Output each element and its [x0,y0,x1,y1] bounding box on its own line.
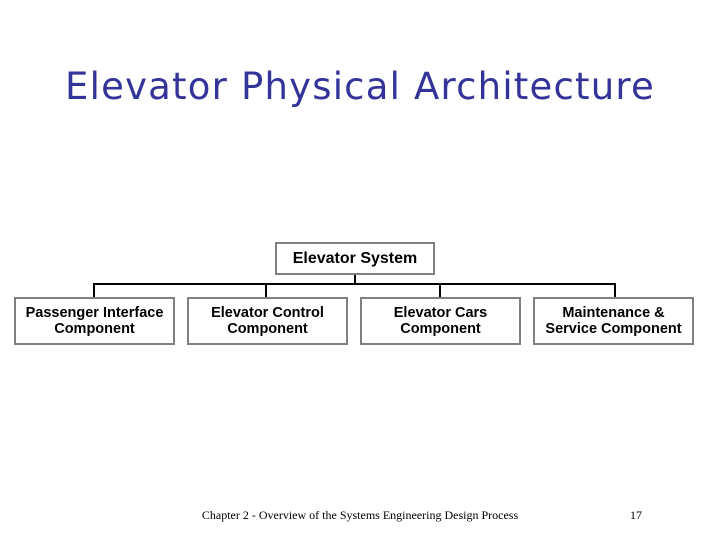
diagram-node-elevator-cars-component[interactable]: Elevator Cars Component [360,297,521,345]
page-title: Elevator Physical Architecture [65,65,655,108]
diagram-node-label-line1: Elevator Control [211,304,324,321]
diagram-node-elevator-control-component[interactable]: Elevator Control Component [187,297,348,345]
connector-drop-passenger-interface [93,283,95,298]
diagram-node-label-line2: Component [227,321,308,337]
diagram-node-label-line2: Component [400,321,481,337]
diagram-node-label: Elevator System [292,249,418,267]
diagram-node-label-line1: Maintenance & [562,304,665,321]
diagram-node-maintenance-service-component[interactable]: Maintenance & Service Component [533,297,694,345]
footer-chapter-text: Chapter 2 - Overview of the Systems Engi… [201,508,519,522]
diagram-node-label-line1: Elevator Cars [393,304,488,321]
connector-drop-elevator-cars [439,283,441,298]
diagram-node-elevator-system[interactable]: Elevator System [275,242,435,275]
connector-drop-maintenance-service [614,283,616,298]
diagram-node-label: Maintenance & Service Component [545,305,681,337]
diagram-node-label: Elevator Cars Component [394,305,488,337]
diagram-node-label: Elevator Control Component [211,305,324,337]
diagram-node-passenger-interface-component[interactable]: Passenger Interface Component [14,297,175,345]
connector-root-stem [354,275,356,285]
footer-page-number: 17 [630,508,642,522]
diagram-node-label: Passenger Interface Component [26,305,164,337]
diagram-node-label-line1: Passenger Interface [25,304,164,321]
diagram-node-label-line2: Component [54,321,135,337]
diagram-node-label-line2: Service Component [545,321,682,337]
connector-drop-elevator-control [265,283,267,298]
connector-horizontal-bus [93,283,616,285]
